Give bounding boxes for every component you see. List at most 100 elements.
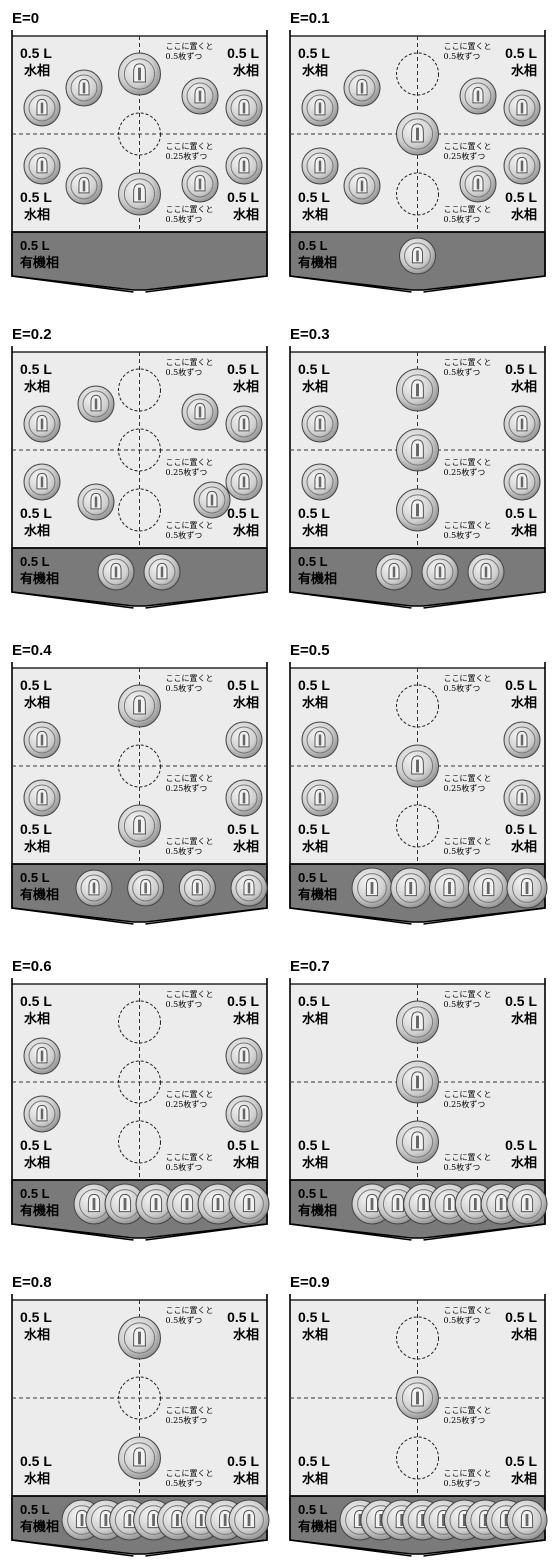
coin-icon	[119, 1317, 161, 1359]
organic-volume-label: 0.5 L	[20, 1186, 50, 1201]
coin-icon	[504, 90, 540, 126]
volume-label: 0.5 L	[227, 45, 259, 61]
coin-icon	[226, 722, 262, 758]
volume-label: 0.5 L	[227, 821, 259, 837]
water-phase-label: 水相	[302, 207, 328, 222]
note-half: 0.5枚ずつ	[166, 1315, 203, 1325]
volume-label: 0.5 L	[20, 677, 52, 693]
coin-icon	[24, 464, 60, 500]
coin-icon	[226, 1038, 262, 1074]
coin-icon	[182, 166, 218, 202]
coin-icon	[229, 1184, 269, 1224]
volume-label: 0.5 L	[20, 1453, 52, 1469]
note-quarter: ここに置くと	[166, 774, 214, 783]
note-quarter: 0.25枚ずつ	[444, 1099, 486, 1109]
water-phase-label: 水相	[302, 63, 328, 78]
water-phase-label: 水相	[302, 1471, 328, 1486]
volume-label: 0.5 L	[298, 1453, 330, 1469]
note-quarter: ここに置くと	[444, 774, 492, 783]
extraction-panel: E=0.20.5 L水相0.5 L水相0.5 L水相0.5 L水相ここに置くと0…	[12, 326, 267, 608]
note-quarter: ここに置くと	[444, 1090, 492, 1099]
note-quarter: ここに置くと	[166, 458, 214, 467]
coin-icon	[352, 868, 392, 908]
coin-icon	[182, 394, 218, 430]
coin-icon	[226, 464, 262, 500]
volume-label: 0.5 L	[505, 361, 537, 377]
water-phase-label: 水相	[233, 695, 259, 710]
water-phase-label: 水相	[233, 523, 259, 538]
coin-icon	[194, 482, 230, 518]
note-quarter: 0.25枚ずつ	[444, 151, 486, 161]
water-phase-label: 水相	[233, 1471, 259, 1486]
volume-label: 0.5 L	[20, 361, 52, 377]
volume-label: 0.5 L	[298, 993, 330, 1009]
volume-label: 0.5 L	[298, 361, 330, 377]
water-phase-label: 水相	[511, 839, 537, 854]
water-phase-label: 水相	[233, 839, 259, 854]
water-phase-label: 水相	[511, 1327, 537, 1342]
coin-icon	[78, 484, 114, 520]
extraction-panel: E=0.90.5 L水相0.5 L水相0.5 L水相0.5 L水相ここに置くと0…	[290, 1274, 547, 1556]
note-half: 0.5枚ずつ	[444, 1315, 481, 1325]
note-quarter: ここに置くと	[166, 142, 214, 151]
coin-icon	[24, 1038, 60, 1074]
volume-label: 0.5 L	[505, 821, 537, 837]
organic-phase-label: 有機相	[20, 1203, 59, 1218]
note-quarter: 0.25枚ずつ	[444, 467, 486, 477]
note-half: 0.5枚ずつ	[444, 683, 481, 693]
extraction-panel: E=0.50.5 L水相0.5 L水相0.5 L水相0.5 L水相ここに置くと0…	[290, 642, 547, 924]
volume-label: 0.5 L	[20, 189, 52, 205]
water-phase-label: 水相	[24, 1155, 50, 1170]
volume-label: 0.5 L	[20, 505, 52, 521]
water-phase-label: 水相	[302, 523, 328, 538]
organic-volume-label: 0.5 L	[298, 1186, 328, 1201]
note-half: 0.5枚ずつ	[444, 846, 481, 856]
note-half: 0.5枚ずつ	[166, 846, 203, 856]
volume-label: 0.5 L	[20, 993, 52, 1009]
organic-phase-label: 有機相	[298, 1519, 337, 1534]
volume-label: 0.5 L	[227, 505, 259, 521]
coin-icon	[128, 870, 164, 906]
coin-icon	[66, 168, 102, 204]
coin-icon	[302, 406, 338, 442]
water-phase-label: 水相	[511, 1155, 537, 1170]
organic-phase-label: 有機相	[20, 887, 59, 902]
coin-icon	[391, 868, 431, 908]
coin-icon	[231, 870, 267, 906]
water-phase-label: 水相	[24, 1011, 50, 1026]
note-quarter: ここに置くと	[166, 1090, 214, 1099]
note-quarter: 0.25枚ずつ	[444, 1415, 486, 1425]
note-half: 0.5枚ずつ	[166, 367, 203, 377]
organic-phase-label: 有機相	[20, 255, 59, 270]
water-phase-label: 水相	[233, 1327, 259, 1342]
water-phase-label: 水相	[302, 1155, 328, 1170]
coin-icon	[430, 868, 470, 908]
note-half: ここに置くと	[444, 1306, 492, 1315]
water-phase-label: 水相	[511, 1011, 537, 1026]
volume-label: 0.5 L	[505, 45, 537, 61]
note-quarter: 0.25枚ずつ	[166, 151, 208, 161]
extraction-panel: E=00.5 L水相0.5 L水相0.5 L水相0.5 L水相ここに置くと0.5…	[12, 10, 267, 292]
coin-icon	[397, 369, 439, 411]
water-phase-label: 水相	[511, 523, 537, 538]
coin-icon	[302, 148, 338, 184]
coin-icon	[504, 148, 540, 184]
coin-icon	[504, 464, 540, 500]
note-half: 0.5枚ずつ	[444, 51, 481, 61]
organic-volume-label: 0.5 L	[20, 1502, 50, 1517]
volume-label: 0.5 L	[227, 1137, 259, 1153]
note-half: ここに置くと	[444, 205, 492, 214]
water-phase-label: 水相	[24, 695, 50, 710]
water-phase-label: 水相	[302, 839, 328, 854]
water-phase-label: 水相	[24, 63, 50, 78]
water-phase-label: 水相	[24, 839, 50, 854]
coin-icon	[226, 1096, 262, 1132]
coin-icon	[460, 166, 496, 202]
coin-icon	[24, 1096, 60, 1132]
volume-label: 0.5 L	[298, 821, 330, 837]
panel-title: E=0.3	[290, 326, 330, 343]
organic-phase-label: 有機相	[20, 571, 59, 586]
organic-volume-label: 0.5 L	[20, 870, 50, 885]
coin-icon	[226, 90, 262, 126]
